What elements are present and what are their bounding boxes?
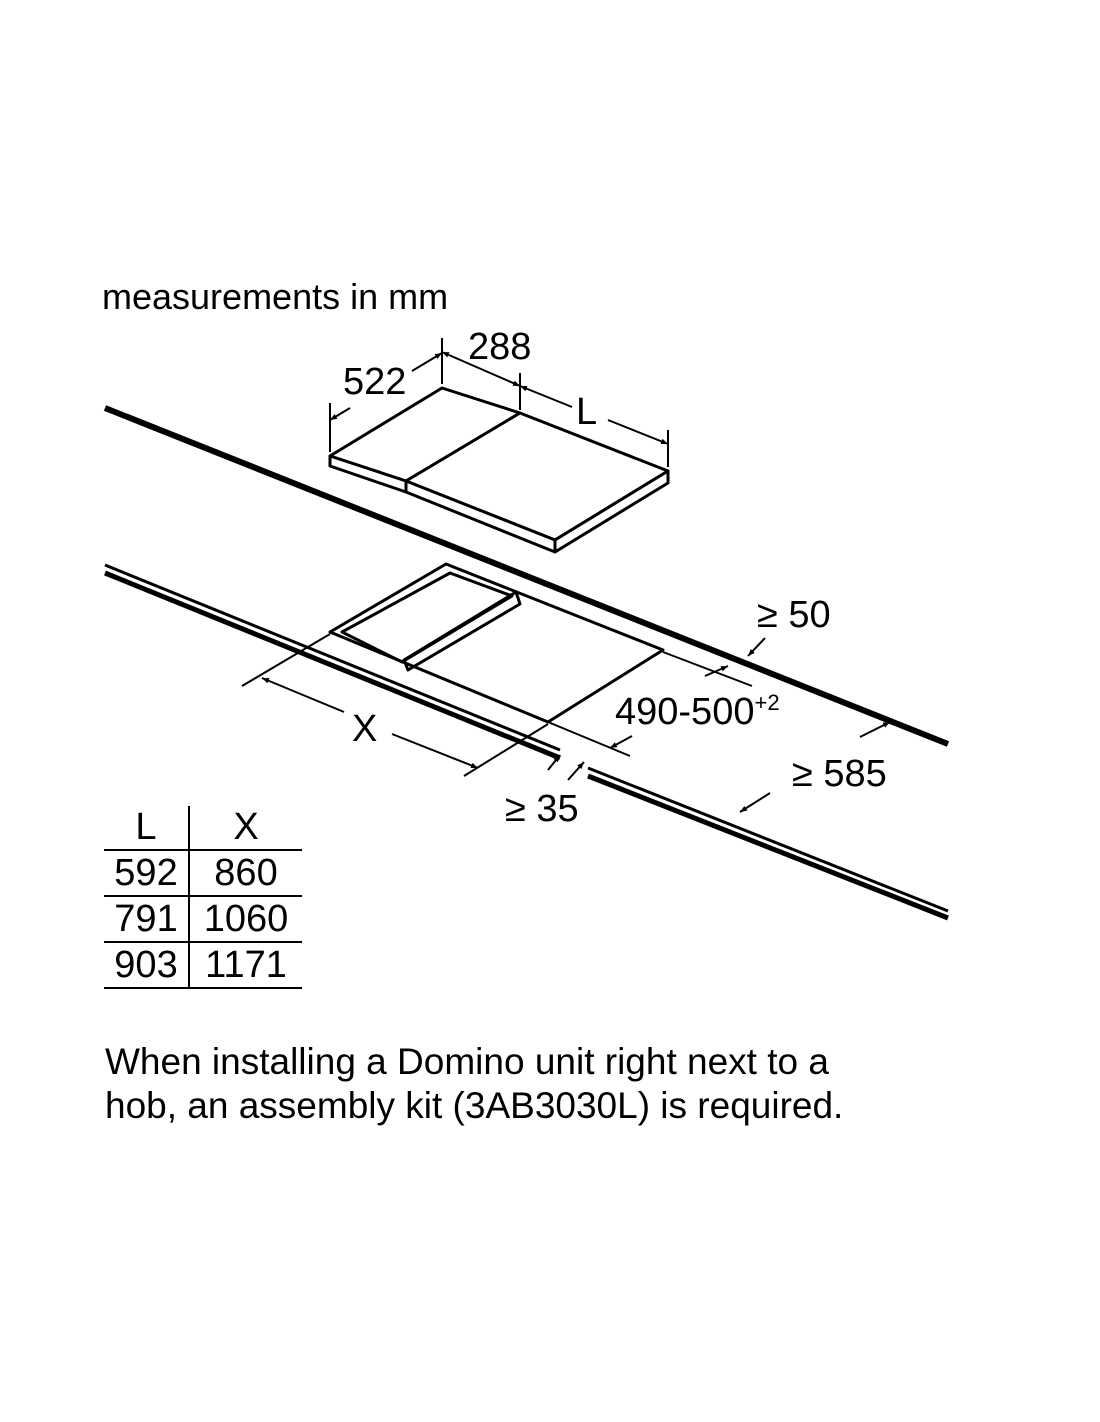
- dimension-lines: [241, 338, 891, 813]
- size-table: L X 592 860 791 1060 903 1171: [104, 806, 302, 989]
- table-cell-x: 1171: [189, 941, 302, 989]
- table-row: 791 1060: [104, 895, 302, 942]
- cutout-depth-label: 490-500+2: [615, 690, 780, 733]
- table-header-row: L X: [104, 806, 302, 850]
- module-width-label: 288: [468, 326, 531, 368]
- note-line-1: When installing a Domino unit right next…: [105, 1041, 829, 1082]
- measurement-caption: measurements in mm: [102, 276, 448, 317]
- worktop: [103, 405, 950, 921]
- front-clearance-label: ≥ 35: [505, 788, 579, 830]
- note-line-2: hob, an assembly kit (3AB3030L) is requi…: [105, 1085, 844, 1126]
- cutout-depth-value: 490-500: [615, 691, 754, 733]
- table-header-x: X: [233, 806, 259, 848]
- table-cell-x: 860: [189, 849, 302, 896]
- installation-note: When installing a Domino unit right next…: [105, 1040, 1005, 1128]
- rear-clearance-label: ≥ 50: [757, 594, 831, 636]
- table-cell-l: 903: [104, 941, 190, 989]
- cutout-depth-tolerance: +2: [754, 690, 779, 715]
- table-cell-l: 592: [104, 849, 190, 896]
- cutout-width-label: X: [352, 708, 377, 750]
- worktop-depth-label: ≥ 585: [792, 753, 887, 795]
- table-row: 592 860: [104, 849, 302, 896]
- hob-units: [328, 386, 670, 554]
- table-cell-l: 791: [104, 895, 190, 942]
- cutout: [328, 562, 665, 724]
- table-header-l: L: [104, 806, 190, 850]
- table-cell-x: 1060: [189, 895, 302, 942]
- length-label: L: [576, 391, 597, 433]
- hob-depth-label: 522: [343, 361, 406, 403]
- table-row: 903 1171: [104, 941, 302, 989]
